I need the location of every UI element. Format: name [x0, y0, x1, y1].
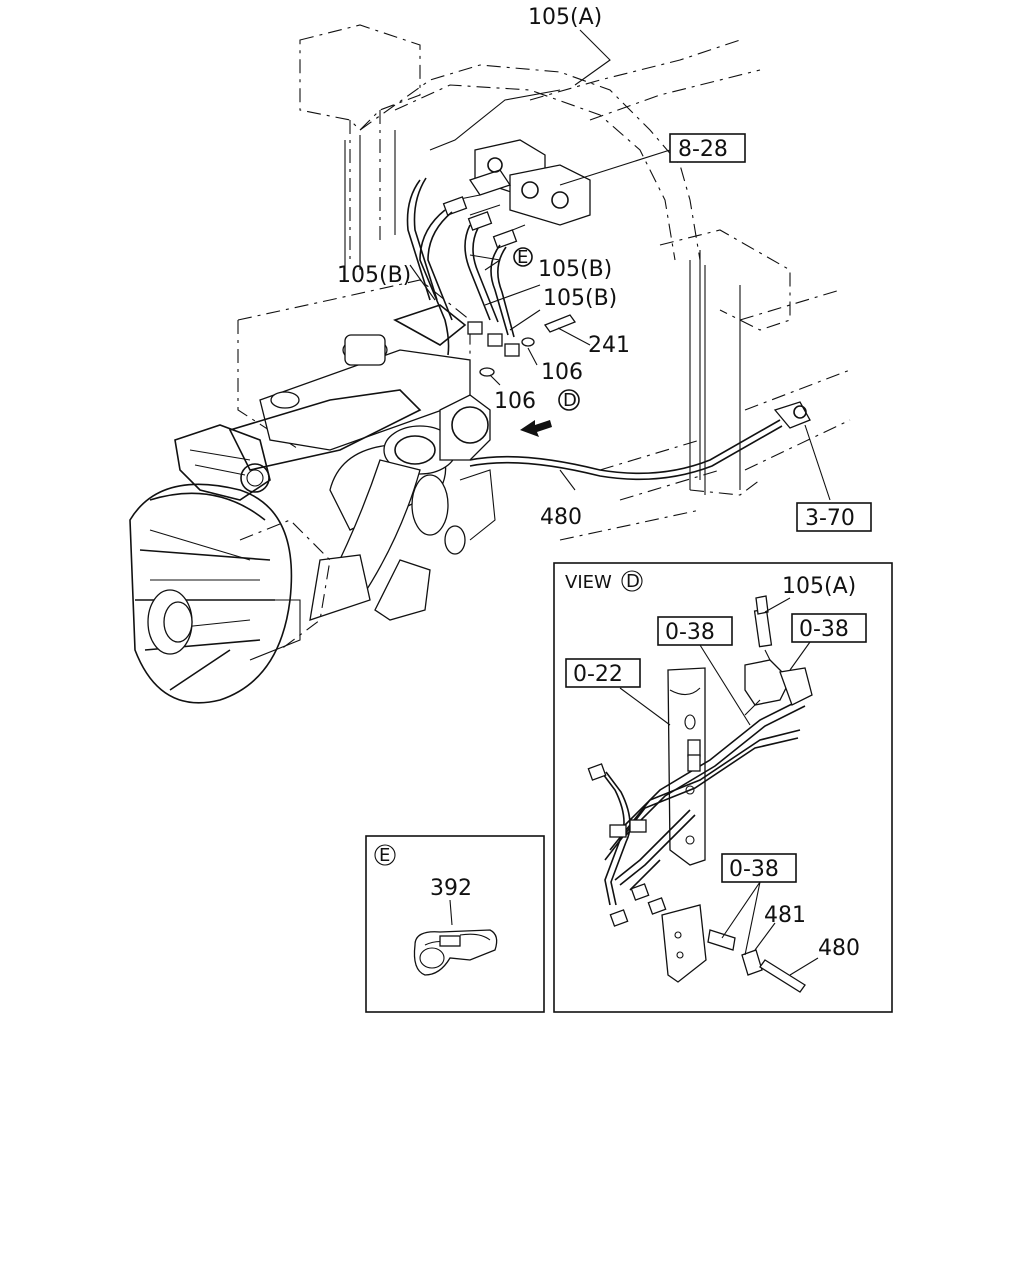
view-e-panel: E 392 — [365, 835, 545, 1013]
engine-block — [174, 279, 471, 501]
view-d-callout-0-38-b: 0-38 — [799, 617, 849, 642]
view-d-panel: VIEW D — [553, 562, 893, 1013]
callout-106-left: 106 — [494, 389, 536, 414]
view-arrow-icon — [520, 420, 552, 437]
chassis-frame — [299, 24, 851, 541]
callout-105b-low: 105(B) — [543, 286, 617, 311]
view-d-callout-0-38-a: 0-38 — [665, 620, 715, 645]
view-e-callout-392: 392 — [430, 876, 472, 901]
view-d-ref-box-0-22 — [565, 658, 641, 688]
clip-392 — [413, 929, 498, 976]
cooling-fan — [129, 483, 331, 704]
circle-e-main-label: E — [517, 247, 528, 268]
ref-box-8-28 — [669, 133, 746, 163]
view-d-callout-0-22: 0-22 — [573, 662, 623, 687]
callout-8-28: 8-28 — [678, 137, 728, 162]
hoses-105b — [406, 177, 577, 377]
view-d-ref-box-0-38-a — [657, 616, 733, 646]
callout-3-70: 3-70 — [805, 506, 855, 531]
leader-lines — [409, 29, 831, 501]
callout-105b-mid: 105(B) — [538, 257, 612, 282]
turbocharger — [309, 394, 496, 621]
callout-106-right: 106 — [541, 360, 583, 385]
view-e-circle-label: E — [379, 845, 390, 866]
hose-480 — [469, 401, 811, 481]
view-d-ref-box-0-38-c — [721, 853, 797, 883]
callout-241: 241 — [588, 333, 630, 358]
view-d-circle-label: D — [626, 571, 640, 592]
circle-d-main — [558, 389, 580, 411]
circle-d-main-label: D — [563, 390, 577, 411]
view-d-callout-481: 481 — [764, 903, 806, 928]
circle-e-main — [513, 247, 533, 267]
callout-480-main: 480 — [540, 505, 582, 530]
valve-assembly — [429, 89, 591, 249]
view-d-callout-0-38-c: 0-38 — [729, 857, 779, 882]
main-illustration: 105(A) 8-28 105(B) E 105(B) 105(B) 241 1… — [129, 5, 872, 704]
view-d-ref-box-0-38-b — [791, 613, 867, 643]
view-d-callout-105a: 105(A) — [782, 574, 856, 599]
callout-105b-left: 105(B) — [337, 263, 411, 288]
view-d-callout-480: 480 — [818, 936, 860, 961]
ref-box-3-70 — [796, 502, 872, 532]
view-d-title: VIEW — [565, 572, 612, 593]
callout-105a-top: 105(A) — [528, 5, 602, 30]
